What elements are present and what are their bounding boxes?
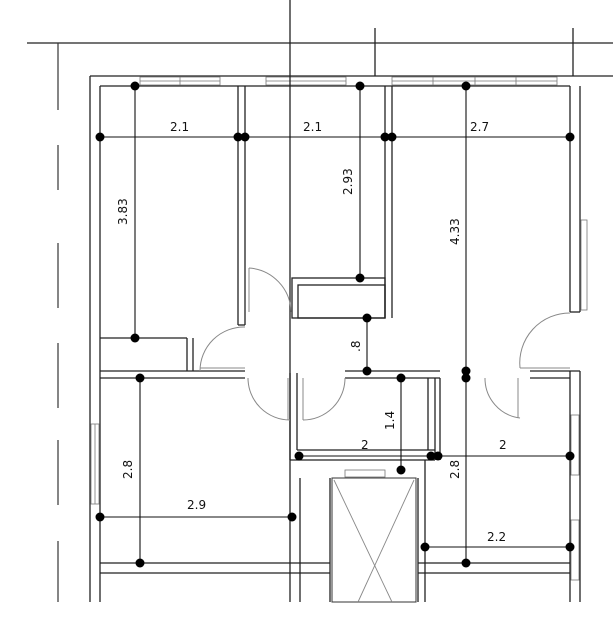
dim-label: 2.8 [448,460,462,479]
dimension-lines [100,86,570,563]
windows [90,76,588,581]
dim-label: 2.1 [170,120,189,134]
dimension-labels: 2.1 2.1 2.7 3.83 2.93 4.33 .8 1.4 2 2 2.… [116,120,507,544]
dim-label: 2 [361,438,369,452]
dim-label: 2.1 [303,120,322,134]
exterior-walls [89,75,613,602]
dim-label: 2.2 [487,530,506,544]
interior-walls [100,0,581,602]
shaft [331,469,417,603]
dim-label: 1.4 [383,411,397,430]
doors [199,267,571,421]
site-boundary [27,28,613,602]
dim-label: 2.8 [121,460,135,479]
dim-label: 4.33 [448,218,462,245]
dim-label: 2.93 [341,168,355,195]
dim-label: 2.7 [470,120,489,134]
dim-label: 3.83 [116,198,130,225]
dimension-markers [95,81,575,568]
dim-label: 2 [499,438,507,452]
dim-label: .8 [349,341,363,352]
dim-label: 2.9 [187,498,206,512]
